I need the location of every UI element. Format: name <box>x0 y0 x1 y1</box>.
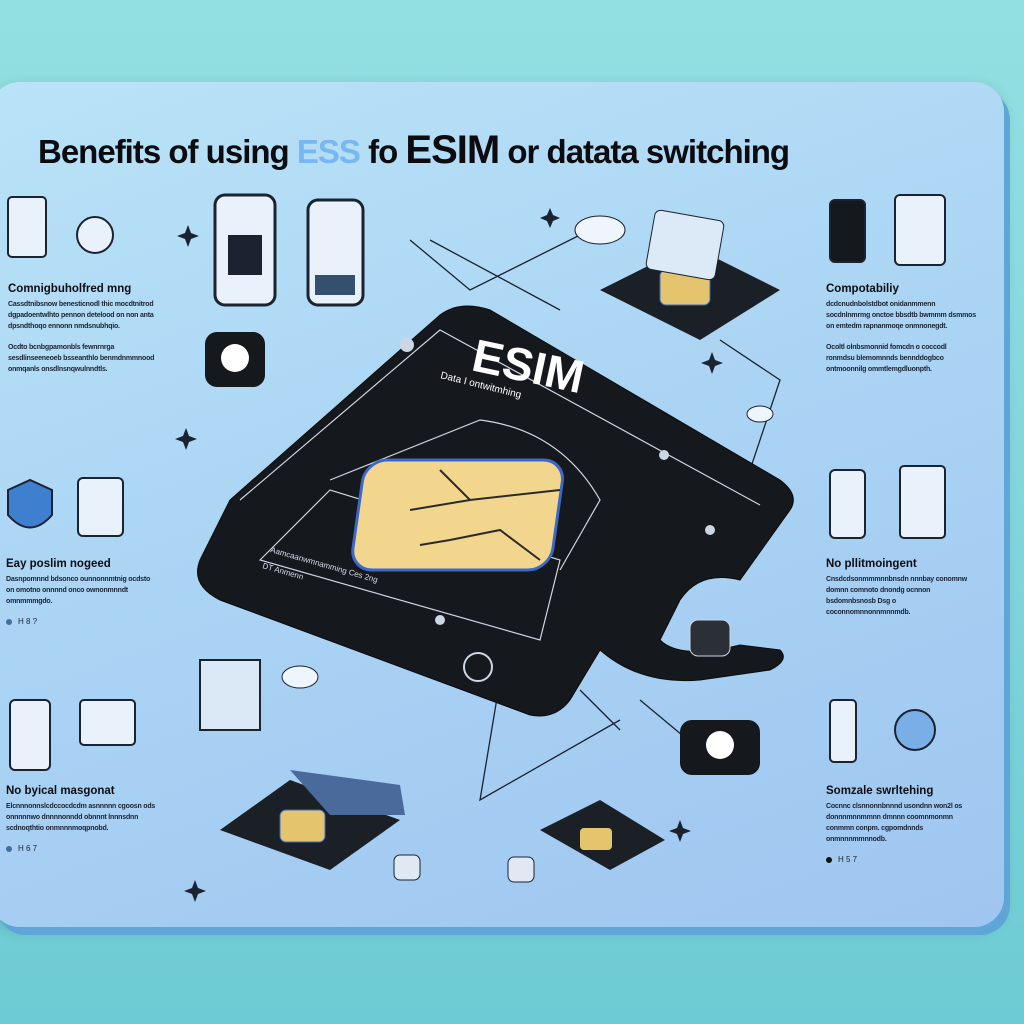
benefit-heading: No pllitmoingent <box>826 558 917 570</box>
phone-icon <box>306 198 365 307</box>
page-title: Benefits of using ESS fo ESIM or datata … <box>38 128 790 173</box>
title-part: or datata switching <box>507 133 790 170</box>
connector-lines <box>409 229 781 802</box>
benefit-heading: Comnigbuholfred mng <box>8 283 132 295</box>
pagination-dots: H 8 ? <box>6 617 156 626</box>
dots-label: H 6 7 <box>18 844 38 853</box>
app-button-icon <box>680 720 760 775</box>
sparkle-icon <box>175 208 723 902</box>
benefit-compatibility: Compotabiliy dcdcnudnbolstdbot onidanmme… <box>826 283 976 385</box>
benefit-centralized: Comnigbuholfred mng Cassdtnibsnow benest… <box>8 283 158 385</box>
title-ess: ESS <box>296 133 361 170</box>
title-part: fo <box>368 133 398 170</box>
coin-stack-icon <box>393 854 535 883</box>
feature-icon <box>7 194 946 771</box>
benefit-switching: Somzale swrltehing Cocnnc clsnnonnbnnnd … <box>826 785 976 864</box>
sim-chip <box>351 458 564 572</box>
benefit-heading: Somzale swrltehing <box>826 785 934 797</box>
server-box-icon <box>199 659 261 731</box>
title-part: Benefits of using <box>38 133 290 170</box>
benefit-text: Ocoltl olnbsmonnid fomcdn o coccodl ronm… <box>826 344 947 373</box>
sim-tray-icon <box>540 800 665 870</box>
benefit-heading: No byical masgonat <box>6 785 115 797</box>
benefit-text: Cocnnc clsnnonnbnnnd usondnn won2l os do… <box>826 803 963 843</box>
benefit-no-physical: No byical masgonat Elcnnnonnslcdccocdcdm… <box>6 785 156 853</box>
pagination-dots: H 5 7 <box>826 855 976 864</box>
benefit-text: Elcnnnonnslcdccocdcdm asnnnnn cgoosn ods… <box>6 803 156 832</box>
sim-tray-icon <box>600 209 780 340</box>
benefit-text: Cnsdcdsonmmmnnbnsdn nnnbay conomnw domnn… <box>826 576 967 616</box>
esim-card: ESIM Data I ontwitmhing Aamcaanwmnamming… <box>197 305 794 717</box>
benefit-heading: Eay poslim nogeed <box>6 558 111 570</box>
cloud-icon <box>281 215 774 689</box>
benefit-text: Dasnpomnnd bdsonco ounnonnmtnig ocdsto o… <box>6 576 151 605</box>
benefit-heading: Compotabiliy <box>826 283 899 295</box>
dots-label: H 5 7 <box>838 855 858 864</box>
dots-label: H 8 ? <box>18 617 38 626</box>
benefit-text: Ocdto bcnbgpamonbls fewnrnrga sesdlinsee… <box>8 344 155 373</box>
benefit-text: Cassdtnibsnow benesticnodl thic mocdtnit… <box>8 301 154 330</box>
phone-icon <box>213 193 277 307</box>
benefit-no-management: No pllitmoingent Cnsdcdsonmmmnnbnsdn nnn… <box>826 558 976 628</box>
benefit-easy: Eay poslim nogeed Dasnpomnnd bdsonco oun… <box>6 558 156 626</box>
title-esim: ESIM <box>405 128 500 172</box>
benefit-text: dcdcnudnbolstdbot onidanmmenn socdnlnmrm… <box>826 301 976 330</box>
app-button-icon <box>205 332 265 387</box>
sim-tray-icon <box>220 770 405 870</box>
pagination-dots: H 6 7 <box>6 844 156 853</box>
